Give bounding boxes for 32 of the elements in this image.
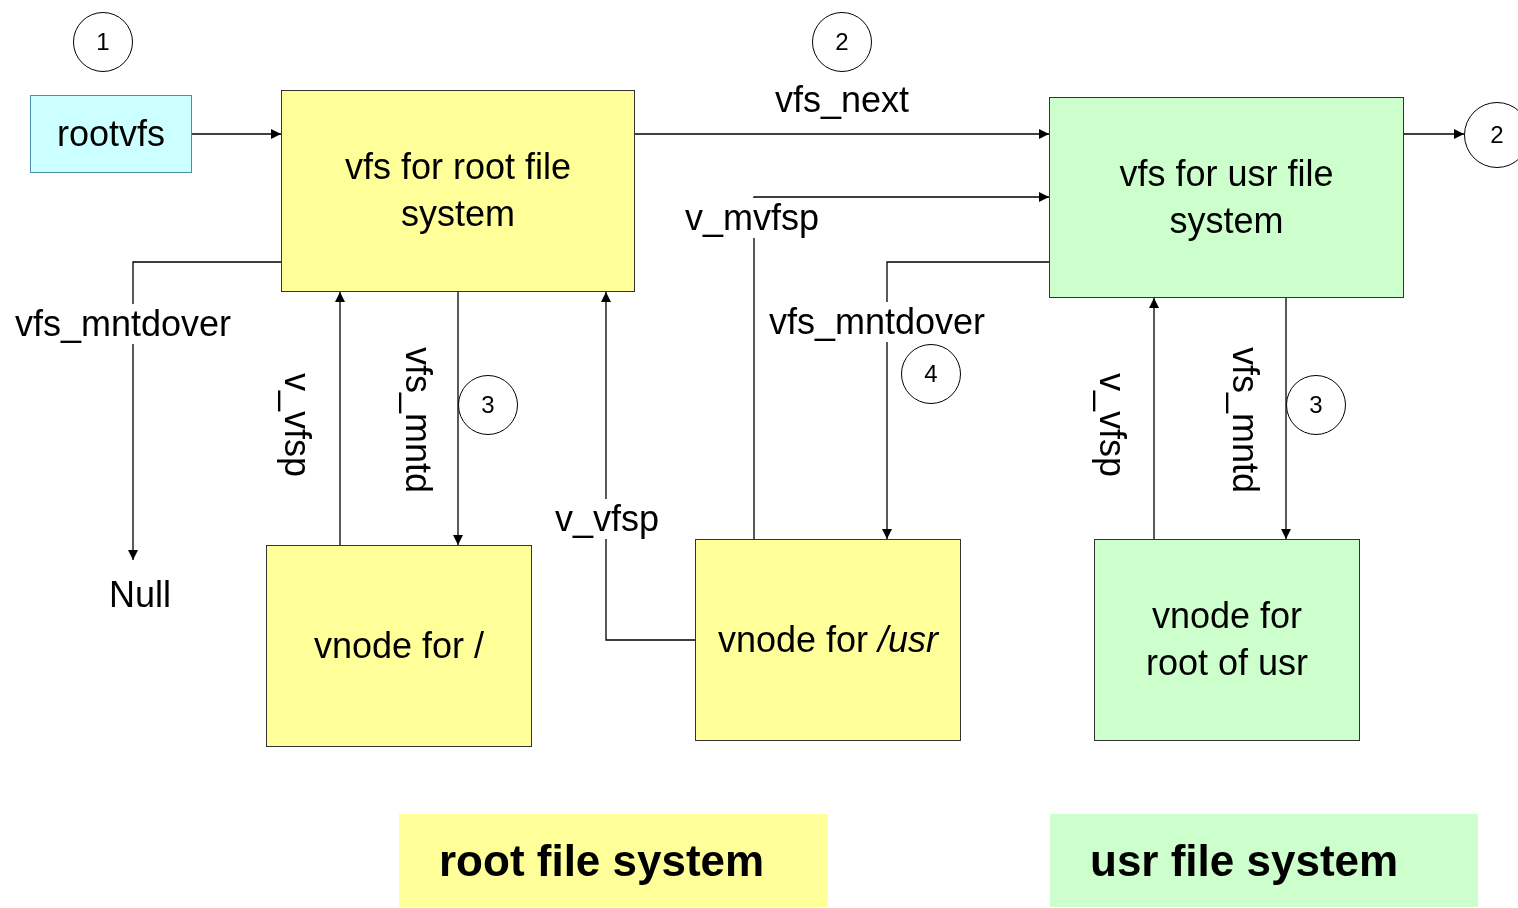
arrow <box>1403 129 1465 139</box>
callout-circle: 1 <box>73 12 133 72</box>
arrow <box>882 261 1050 540</box>
arrow <box>128 261 282 561</box>
arrow <box>1281 297 1291 540</box>
arrow <box>453 291 463 546</box>
callout-circle: 3 <box>458 375 518 435</box>
arrow <box>191 129 282 139</box>
vfs-box <box>1049 97 1404 298</box>
legend-label: root file system <box>439 836 765 886</box>
callout-circle: 2 <box>812 12 872 72</box>
arrow <box>1149 297 1159 540</box>
vfs-box <box>281 90 635 292</box>
vnode-box <box>695 539 961 741</box>
connector-circle: 2 <box>1464 102 1518 168</box>
arrow <box>601 291 696 641</box>
node-label: vfs for root file system <box>343 145 573 236</box>
arrow <box>753 192 1050 540</box>
callout-circle: 3 <box>1286 375 1346 435</box>
node-label: vnode for /usr <box>716 617 940 662</box>
callout-circle: 4 <box>901 344 961 404</box>
arrow <box>335 291 345 546</box>
vnode-box <box>1094 539 1360 741</box>
node-label: rootvfs <box>55 111 166 156</box>
pointer-box <box>30 95 192 173</box>
null-text: Null <box>95 560 185 630</box>
node-label: vnode for / <box>312 623 486 668</box>
arrow <box>634 129 1050 139</box>
node-label: vfs for usr file system <box>1118 151 1335 243</box>
node-label: vnode for root of usr <box>1144 594 1310 685</box>
legend-label: usr file system <box>1090 836 1399 886</box>
vnode-box <box>266 545 532 747</box>
